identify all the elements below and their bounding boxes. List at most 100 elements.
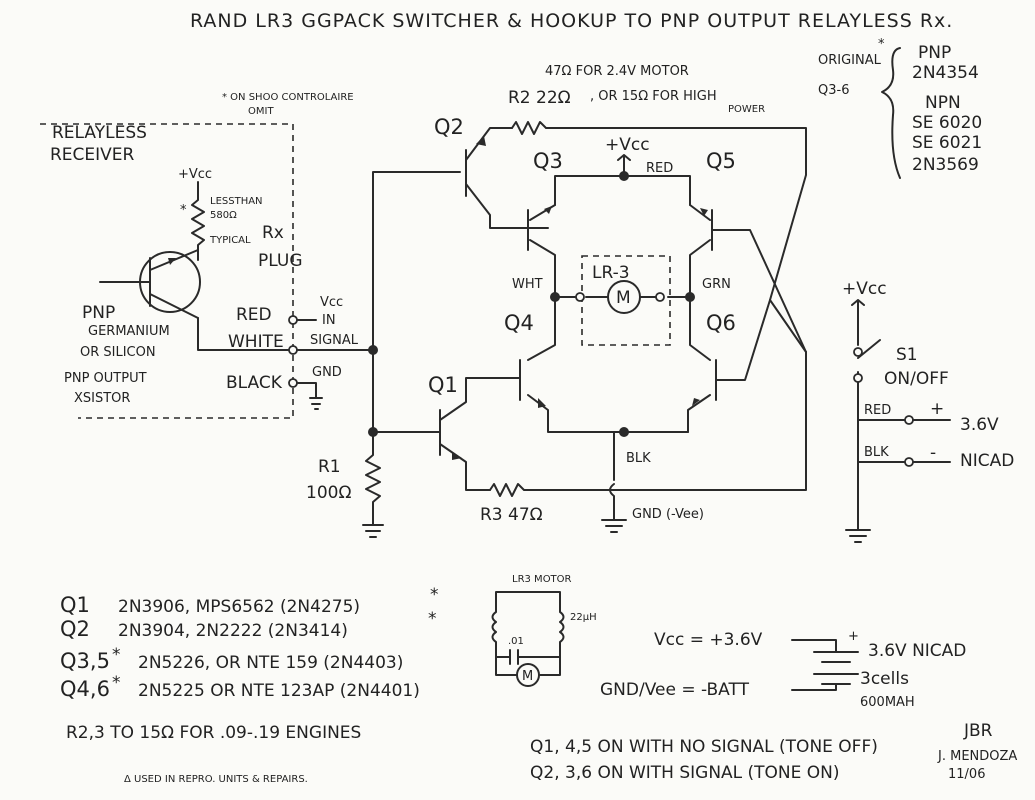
switch-section: +Vcc S1 ON/OFF RED + 3.6V BLK - NICAD [842, 279, 1014, 543]
battery-section: Vcc = +3.6V GND/Vee = -BATT + 3.6V NICAD… [600, 629, 966, 710]
operation-notes: Q1, 4,5 ON WITH NO SIGNAL (TONE OFF) Q2,… [530, 737, 878, 783]
q3-label: Q3 [533, 149, 563, 173]
receiver-pnp-4: PNP OUTPUT [64, 371, 147, 386]
q5-arrow [700, 208, 708, 216]
rx-plug-2: PLUG [258, 251, 303, 271]
omit-note-1: * ON SHOO CONTROLAIRE [222, 92, 354, 103]
battery-desc-3: 600MAH [860, 695, 915, 710]
receiver-pnp-1: PNP [82, 303, 115, 323]
signature-initials: JBR [963, 721, 993, 741]
receiver-title-2: RECEIVER [50, 145, 135, 165]
original-transistor-note: ORIGINAL * Q3-6 PNP 2N4354 NPN SE 6020 S… [818, 37, 982, 179]
motor-box-label: LR-3 [592, 263, 630, 283]
r2-note-2: , OR 15Ω FOR HIGH [590, 89, 717, 104]
switch-red-terminal[interactable] [904, 415, 914, 425]
original-npn: NPN [925, 93, 961, 113]
battery-desc-2: 3cells [860, 669, 909, 689]
q2-arrow [476, 136, 486, 146]
switch-vcc-label: +Vcc [842, 279, 887, 299]
grn-junction [685, 292, 695, 302]
r1-value: 100Ω [306, 483, 351, 503]
motor-detail-title: LR3 MOTOR [512, 574, 572, 585]
motor-detail-cap: .01 [508, 636, 524, 647]
signal-junction [368, 345, 378, 355]
receiver-res-star: * [180, 203, 187, 218]
receiver-res-2: 580Ω [210, 210, 237, 221]
signature-name: J. MENDOZA [937, 749, 1017, 764]
switch-red-label: RED [864, 403, 891, 418]
bridge-gnd-label: GND (-Vee) [632, 507, 704, 522]
receiver-res-1: LESSTHAN [210, 196, 263, 207]
q2-label: Q2 [434, 115, 464, 139]
plug-black-label: BLACK [226, 373, 283, 393]
receiver-title-1: RELAYLESS [52, 123, 147, 143]
switch-blk-terminal[interactable] [904, 457, 914, 467]
part-q2-text: 2N3904, 2N2222 (2N3414) [118, 621, 348, 641]
battery-plus: + [848, 629, 859, 644]
bridge-blk-label: BLK [626, 451, 651, 466]
receiver-box-border [40, 123, 294, 419]
signature-date: 11/06 [948, 767, 985, 782]
q4-label: Q4 [504, 311, 534, 335]
part-q46-text: 2N5225 OR NTE 123AP (2N4401) [138, 681, 420, 701]
part-q2-label: Q2 [60, 617, 90, 641]
battery-leads [912, 419, 951, 463]
motor-detail-m: M [522, 669, 533, 684]
wht-label: WHT [512, 277, 543, 292]
original-label: ORIGINAL [818, 53, 882, 68]
note-line-2: Q2, 3,6 ON WITH SIGNAL (TONE ON) [530, 763, 840, 783]
motor-detail-symbol [516, 663, 540, 687]
original-npn-part-2: SE 6021 [912, 133, 982, 153]
plug-in-label: IN [322, 313, 336, 328]
plug-white-label: WHITE [228, 332, 284, 352]
s1-onoff: ON/OFF [884, 369, 949, 389]
footnote: Δ USED IN REPRO. UNITS & REPAIRS. [124, 774, 308, 785]
plug-white-pin[interactable] [288, 345, 298, 355]
receiver-section: RELAYLESS RECEIVER * ON SHOO CONTROLAIRE… [40, 92, 359, 419]
r2-note-3: POWER [728, 104, 765, 115]
switch-minus: - [930, 443, 936, 463]
q1-arrow [452, 452, 462, 460]
motor-detail-ind: 22µH [570, 612, 597, 623]
motor-detail-circuit [491, 591, 565, 676]
receiver-pullup-resistor [191, 181, 205, 261]
receiver-transistor-arrow [168, 258, 176, 265]
receiver-transistor-leads [99, 249, 199, 319]
vcc-junction [619, 171, 629, 181]
r3-resistor-wire [489, 351, 807, 497]
signal-wire-top [296, 171, 461, 351]
ground-wire [601, 431, 627, 533]
battery-desc-1: 3.6V NICAD [868, 641, 966, 661]
receiver-plug-wires [197, 317, 323, 410]
s1-contact-top[interactable] [853, 347, 863, 357]
switch-plus: + [930, 399, 944, 419]
receiver-vcc: +Vcc [178, 167, 212, 182]
rx-plug-1: Rx [262, 223, 284, 243]
blk-junction [619, 427, 629, 437]
q6-transistor [687, 299, 771, 433]
r1-resistor [362, 431, 384, 538]
q6-label: Q6 [706, 311, 736, 335]
switch-voltage: 3.6V [960, 415, 999, 435]
receiver-res-3: TYPICAL [209, 235, 251, 246]
motor-symbol-label: M [616, 288, 631, 308]
gnd-equation: GND/Vee = -BATT [600, 680, 750, 700]
q4-transistor [519, 299, 689, 433]
s1-label: S1 [896, 345, 918, 365]
plug-black-pin[interactable] [288, 378, 298, 388]
original-brace [881, 47, 901, 179]
part-q1-label: Q1 [60, 593, 90, 617]
motor-terminal-left-a [575, 292, 585, 302]
r2-note-1: 47Ω FOR 2.4V MOTOR [545, 64, 689, 79]
plug-red-pin[interactable] [288, 315, 298, 325]
grn-label: GRN [702, 277, 731, 292]
plug-gnd-label: GND [312, 365, 342, 380]
r2-label: R2 22Ω [508, 88, 571, 108]
original-q: Q3-6 [818, 83, 849, 98]
plug-vcc-label: Vcc [320, 295, 343, 310]
signature-block: JBR J. MENDOZA 11/06 [937, 721, 1017, 782]
r2-resistor-wire [511, 121, 807, 353]
s1-contact-bottom[interactable] [853, 373, 863, 383]
switcher-circuit: R1 100Ω Q2 47Ω FOR 2.4V MOTOR R2 22Ω , O… [296, 64, 807, 538]
